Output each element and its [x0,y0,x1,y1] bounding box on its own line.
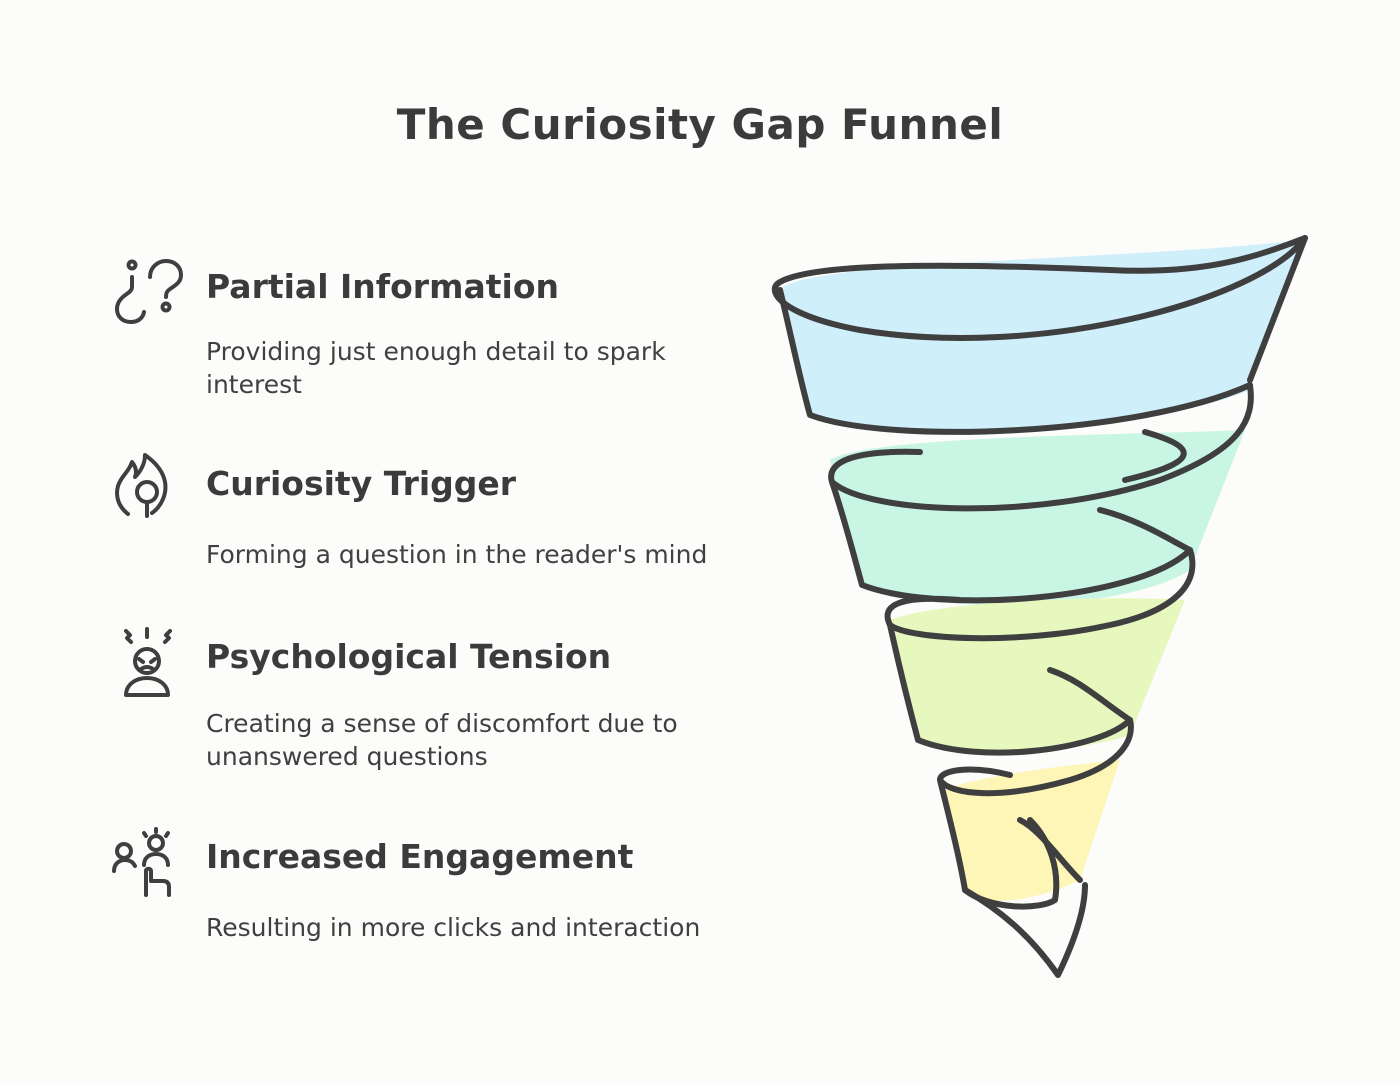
question-marks-icon [110,255,186,331]
stressed-person-icon [110,625,186,701]
funnel-band-3 [890,598,1185,753]
stage-description: Providing just enough detail to spark in… [206,335,766,401]
stage-description: Forming a question in the reader's mind [206,538,766,571]
stage-increased-engagement: Increased Engagement Resulting in more c… [110,825,770,955]
stage-heading: Increased Engagement [206,837,633,876]
stage-heading: Psychological Tension [206,637,611,676]
stage-curiosity-trigger: Curiosity Trigger Forming a question in … [110,452,770,582]
flame-lightbulb-icon [110,452,186,528]
stage-description: Resulting in more clicks and interaction [206,911,766,944]
spiral-funnel-graphic [740,220,1340,1000]
stage-psychological-tension: Psychological Tension Creating a sense o… [110,625,770,775]
stage-description: Creating a sense of discomfort due to un… [206,707,766,773]
stage-heading: Curiosity Trigger [206,464,516,503]
stage-heading: Partial Information [206,267,559,306]
page-title: The Curiosity Gap Funnel [0,100,1400,149]
stage-partial-information: Partial Information Providing just enoug… [110,255,770,405]
engaged-people-icon [110,825,186,901]
funnel-tip [965,885,1085,975]
